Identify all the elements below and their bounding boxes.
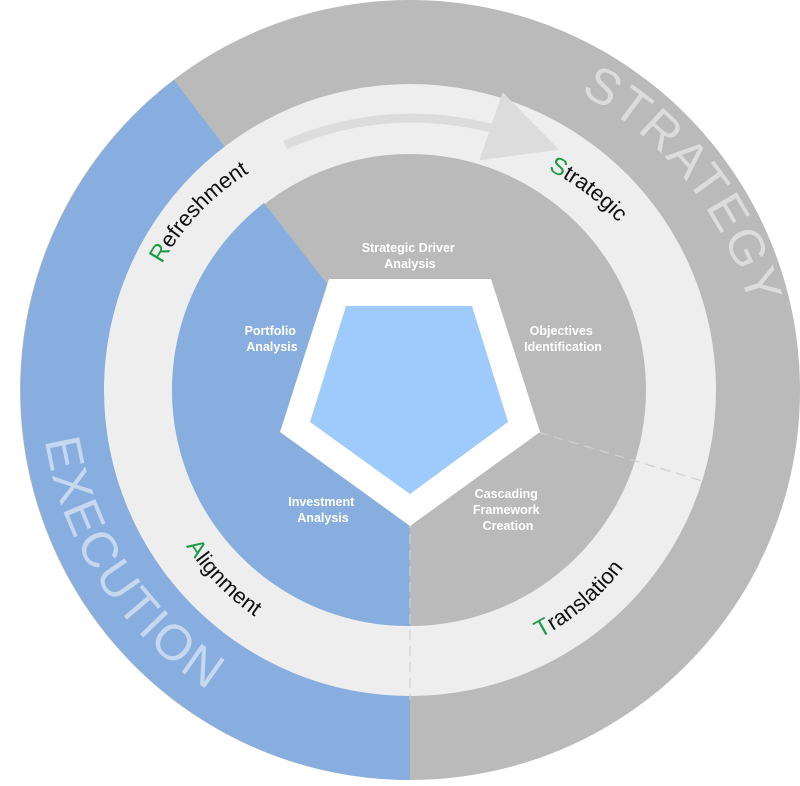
stage-investment-analysis: Investment Analysis bbox=[288, 495, 357, 525]
stage-objectives-identification: Objectives Identification bbox=[524, 324, 602, 354]
cycle-arrow bbox=[283, 92, 560, 161]
stage-portfolio-analysis: Portfolio Analysis bbox=[245, 324, 300, 354]
stage-cascading-framework-creation: Cascading Framework Creation bbox=[473, 487, 543, 533]
stage-strategic-driver-analysis: Strategic Driver Analysis bbox=[362, 241, 459, 271]
divider-line-right bbox=[537, 431, 707, 483]
pentagon-center bbox=[310, 306, 508, 494]
